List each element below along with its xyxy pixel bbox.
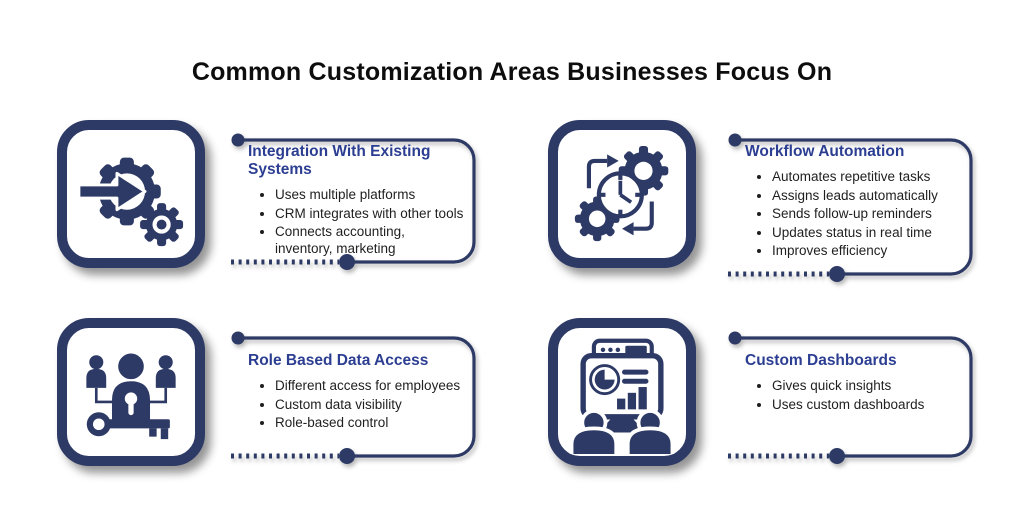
list-item: Sends follow-up reminders (772, 206, 969, 223)
card-start-dot (231, 133, 245, 147)
integration-gear-arrow-icon (77, 157, 184, 247)
card-end-dot (339, 448, 355, 464)
card-border (231, 331, 476, 464)
section-title: Integration With Existing Systems (248, 143, 431, 178)
card-end-dot (829, 266, 845, 282)
workflow-gears-clock-icon (574, 146, 669, 242)
dashboards-card: Custom Dashboards Gives quick insights U… (723, 328, 975, 464)
dashboards-icon-tile (548, 318, 696, 466)
list-item: CRM integrates with other tools (275, 206, 472, 223)
integration-card: Integration With Existing Systems Uses m… (226, 130, 478, 270)
list-item: Improves efficiency (772, 243, 969, 260)
page-title: Common Customization Areas Businesses Fo… (191, 58, 833, 86)
list-item: Custom data visibility (275, 397, 472, 414)
card-end-dot (829, 448, 845, 464)
role-access-card: Role Based Data Access Different access … (226, 328, 478, 464)
card-border (728, 133, 973, 282)
section-title: Custom Dashboards (745, 352, 897, 369)
list-item: Assigns leads automatically (772, 188, 969, 205)
section-title: Role Based Data Access (248, 352, 429, 369)
card-border (231, 133, 476, 270)
card-end-dot (339, 254, 355, 270)
section-title: Workflow Automation (745, 143, 905, 160)
list-item: Uses custom dashboards (772, 397, 969, 414)
list-item: Connects accounting, inventory, marketin… (275, 224, 472, 257)
bullet-list: Different access for employees Custom da… (248, 378, 472, 432)
card-start-dot (728, 133, 742, 147)
bullet-list: Gives quick insights Uses custom dashboa… (745, 378, 969, 413)
card-border (728, 331, 973, 464)
bullet-list: Uses multiple platforms CRM integrates w… (248, 187, 472, 257)
card-start-dot (728, 331, 742, 345)
people-key-access-icon (86, 353, 176, 440)
list-item: Automates repetitive tasks (772, 169, 969, 186)
list-item: Uses multiple platforms (275, 187, 472, 204)
list-item: Updates status in real time (772, 225, 969, 242)
workflow-icon-tile (548, 120, 696, 268)
workflow-card: Workflow Automation Automates repetitive… (723, 130, 975, 282)
integration-icon-tile (57, 120, 205, 268)
list-item: Role-based control (275, 415, 472, 432)
bullet-list: Automates repetitive tasks Assigns leads… (745, 169, 969, 260)
role-access-icon-tile (57, 318, 205, 466)
list-item: Different access for employees (275, 378, 472, 395)
dashboard-presentation-icon (569, 338, 675, 454)
card-start-dot (231, 331, 245, 345)
list-item: Gives quick insights (772, 378, 969, 395)
